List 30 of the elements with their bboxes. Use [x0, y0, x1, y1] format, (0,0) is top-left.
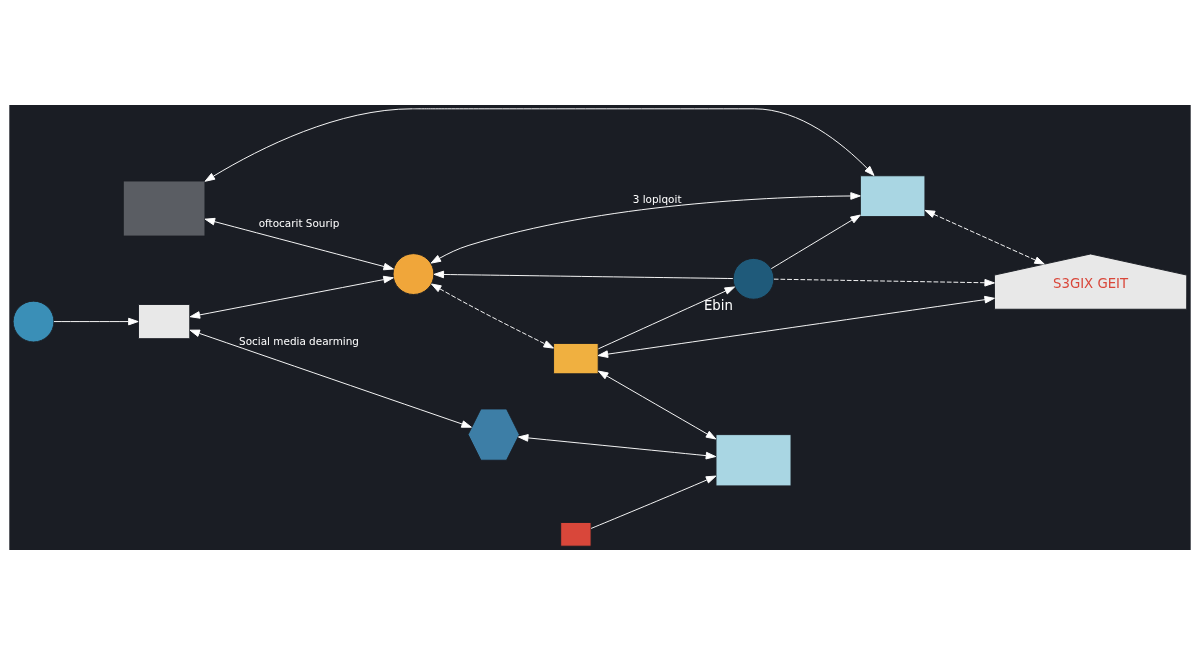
node-circle: [732, 257, 775, 300]
arrow: [204, 217, 394, 270]
node-box: [715, 433, 792, 486]
arrow: [518, 433, 717, 459]
arrow: [53, 317, 139, 325]
arrow: [204, 107, 875, 182]
node-hexagon: [467, 407, 520, 461]
arrow: [773, 278, 995, 287]
arrow: [597, 286, 736, 349]
edge-label: oftocarit Sourip: [258, 216, 340, 229]
edge-label: Social media dearming: [239, 334, 359, 347]
arrow: [189, 329, 472, 428]
edge-label: 3 loplqoit: [632, 192, 682, 205]
arrow: [189, 275, 394, 319]
arrow: [770, 214, 861, 269]
arrow: [433, 270, 734, 279]
arrow: [430, 191, 861, 264]
node-box: [122, 180, 206, 237]
arrow: [590, 475, 717, 529]
node-circle: [12, 300, 55, 342]
node-circle: [392, 252, 435, 295]
node-label: Ebin: [703, 297, 733, 313]
node-box: [560, 521, 592, 547]
node-box: [138, 303, 191, 339]
arrow: [597, 295, 995, 358]
node-box: [553, 342, 599, 374]
arrow: [597, 370, 717, 439]
node-box: [859, 174, 926, 217]
arrow: [924, 209, 1045, 265]
arrow: [431, 283, 554, 349]
